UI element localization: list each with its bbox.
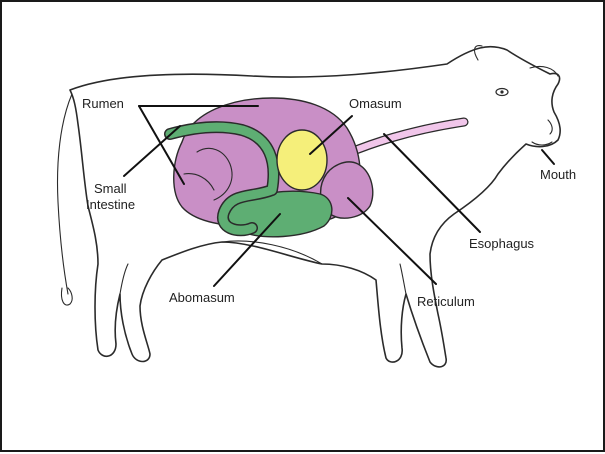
leader-mouth — [542, 150, 554, 164]
label-omasum: Omasum — [349, 96, 402, 111]
omasum — [277, 130, 327, 190]
cow-pupil — [500, 90, 503, 93]
cow-tail — [58, 94, 72, 294]
label-rumen: Rumen — [82, 96, 124, 111]
label-reticulum: Reticulum — [417, 294, 475, 309]
label-small-intestine-2: Intestine — [86, 197, 135, 212]
label-small-intestine-1: Small — [94, 181, 127, 196]
label-abomasum: Abomasum — [169, 290, 235, 305]
label-esophagus: Esophagus — [469, 236, 535, 251]
label-mouth: Mouth — [540, 167, 576, 182]
